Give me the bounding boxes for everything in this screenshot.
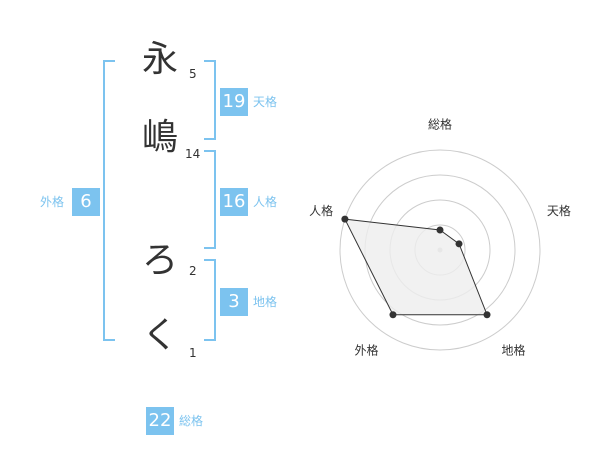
tenkaku-value: 19 (220, 88, 248, 116)
radar-ring-4 (339, 149, 541, 351)
radar-point-1 (455, 240, 463, 248)
radar-axis-label-3: 外格 (355, 343, 379, 358)
name-char-3: ろ (141, 240, 178, 281)
stroke-count-3: 2 (189, 264, 197, 278)
stroke-count-2: 14 (185, 147, 201, 161)
name-char-2: 嶋 (141, 117, 178, 158)
stroke-count-4: 1 (189, 346, 197, 360)
gaikaku-bracket (103, 60, 115, 341)
radar-axis-label-0: 総格 (428, 117, 452, 132)
name-char-4: く (141, 315, 178, 356)
jinkaku-label: 人格 (253, 195, 278, 209)
jinkaku-bracket (204, 150, 216, 249)
gaikaku-label: 外格 (40, 195, 65, 209)
chikaku-bracket (204, 259, 216, 341)
soukaku-label: 総格 (179, 414, 204, 428)
tenkaku-bracket (204, 60, 216, 140)
chikaku-label: 地格 (253, 295, 278, 309)
name-char-1: 永 (141, 39, 178, 80)
tenkaku-label: 天格 (253, 95, 278, 109)
radar-point-3 (389, 311, 397, 319)
chikaku-value: 3 (220, 288, 248, 316)
stroke-count-1: 5 (189, 67, 197, 81)
radar-series-area (344, 218, 488, 316)
radar-series (341, 215, 491, 319)
gaikaku-value: 6 (72, 188, 100, 216)
radar-point-2 (483, 311, 491, 319)
soukaku-value: 22 (146, 407, 174, 435)
radar-axis-label-1: 天格 (547, 203, 571, 218)
jinkaku-value: 16 (220, 188, 248, 216)
radar-point-0 (436, 226, 444, 234)
radar-axis-label-4: 人格 (309, 203, 333, 218)
radar-point-4 (341, 215, 349, 223)
radar-axis-label-2: 地格 (501, 343, 525, 358)
